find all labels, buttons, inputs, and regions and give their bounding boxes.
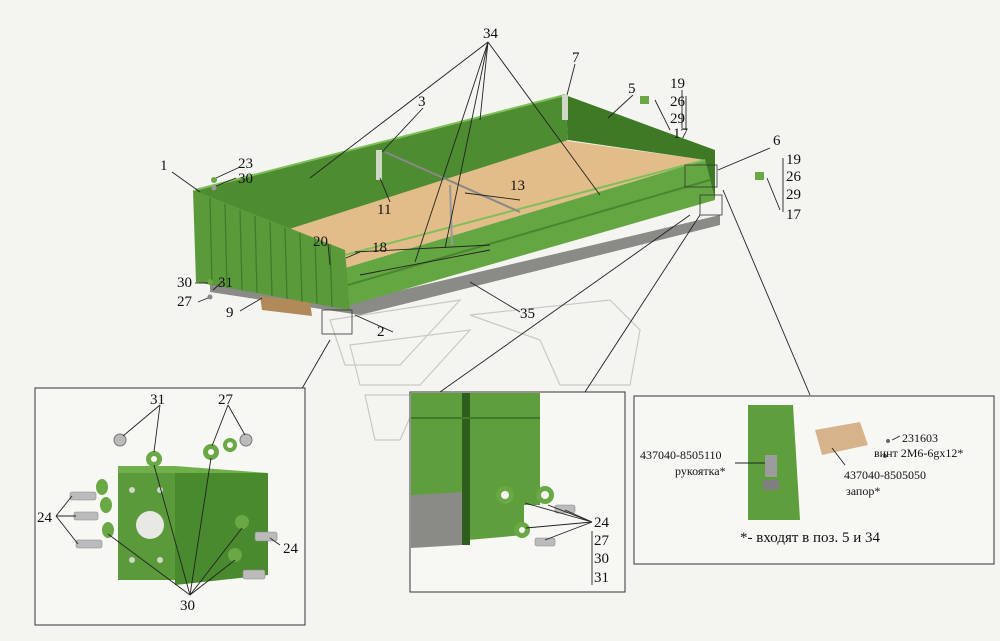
floor-platform: [280, 140, 705, 268]
lock-part-a: [640, 96, 649, 104]
part-screw-code: 231603: [902, 431, 938, 445]
end-board-right: [565, 95, 715, 200]
part-screw-name: винт 2М6-6gx12*: [874, 446, 963, 460]
cargo-body: [193, 94, 720, 316]
label-29a: 29: [670, 111, 685, 127]
label-20: 20: [313, 234, 328, 250]
main-labels: 34 3 7 5 19 26 29 17 6 19 26 29 17 1 23 …: [160, 26, 802, 340]
label-29b: 29: [786, 187, 801, 203]
detail-mid: 24 27 30 31: [409, 391, 626, 593]
part-lock-name: запор*: [846, 484, 880, 498]
detail-mid-label-27: 27: [594, 533, 610, 549]
detail-left-label-30: 30: [180, 598, 195, 614]
label-17b: 17: [786, 207, 802, 223]
label-9: 9: [226, 305, 234, 321]
part-lock-code: 437040-8505050: [844, 468, 926, 482]
detail-right: 437040-8505110 рукоятка* 437040-8505050 …: [633, 395, 995, 565]
label-19b: 19: [786, 152, 801, 168]
detail-left-label-24b: 24: [283, 541, 299, 557]
part-handle-code: 437040-8505110: [640, 448, 722, 462]
label-11: 11: [377, 202, 391, 218]
label-23: 23: [238, 156, 253, 172]
detail-left-label-24a: 24: [37, 510, 53, 526]
label-3: 3: [418, 94, 426, 110]
detail-mid-label-31: 31: [594, 570, 609, 586]
label-30a: 30: [238, 171, 253, 187]
label-2: 2: [377, 324, 385, 340]
label-7: 7: [572, 50, 580, 66]
tie-rod: [384, 151, 521, 213]
part-handle-name: рукоятка*: [675, 464, 726, 478]
label-17a: 17: [673, 126, 689, 142]
label-35: 35: [520, 306, 535, 322]
stanchion-right: [562, 95, 568, 120]
label-6: 6: [773, 133, 781, 149]
label-1: 1: [160, 158, 168, 174]
label-27a: 27: [177, 294, 193, 310]
label-30b: 30: [177, 275, 192, 291]
detail-left-label-31: 31: [150, 392, 165, 408]
detail-mid-label-24: 24: [594, 515, 610, 531]
label-13: 13: [510, 178, 525, 194]
label-34: 34: [483, 26, 499, 42]
label-26b: 26: [786, 169, 802, 185]
lock-part-b: [755, 172, 764, 180]
leader-lines: [171, 41, 811, 396]
label-26a: 26: [670, 94, 686, 110]
tailgate: [193, 190, 350, 310]
label-18: 18: [372, 240, 387, 256]
detail-mid-label-30: 30: [594, 551, 609, 567]
label-19a: 19: [670, 76, 685, 92]
stanchion-mid: [376, 150, 382, 180]
detail-left-label-27: 27: [218, 392, 234, 408]
label-5: 5: [628, 81, 636, 97]
footnote: *- входят в поз. 5 и 34: [740, 530, 880, 546]
label-31a: 31: [218, 275, 233, 291]
detail-left: 31 27 24 24 30: [34, 387, 306, 626]
